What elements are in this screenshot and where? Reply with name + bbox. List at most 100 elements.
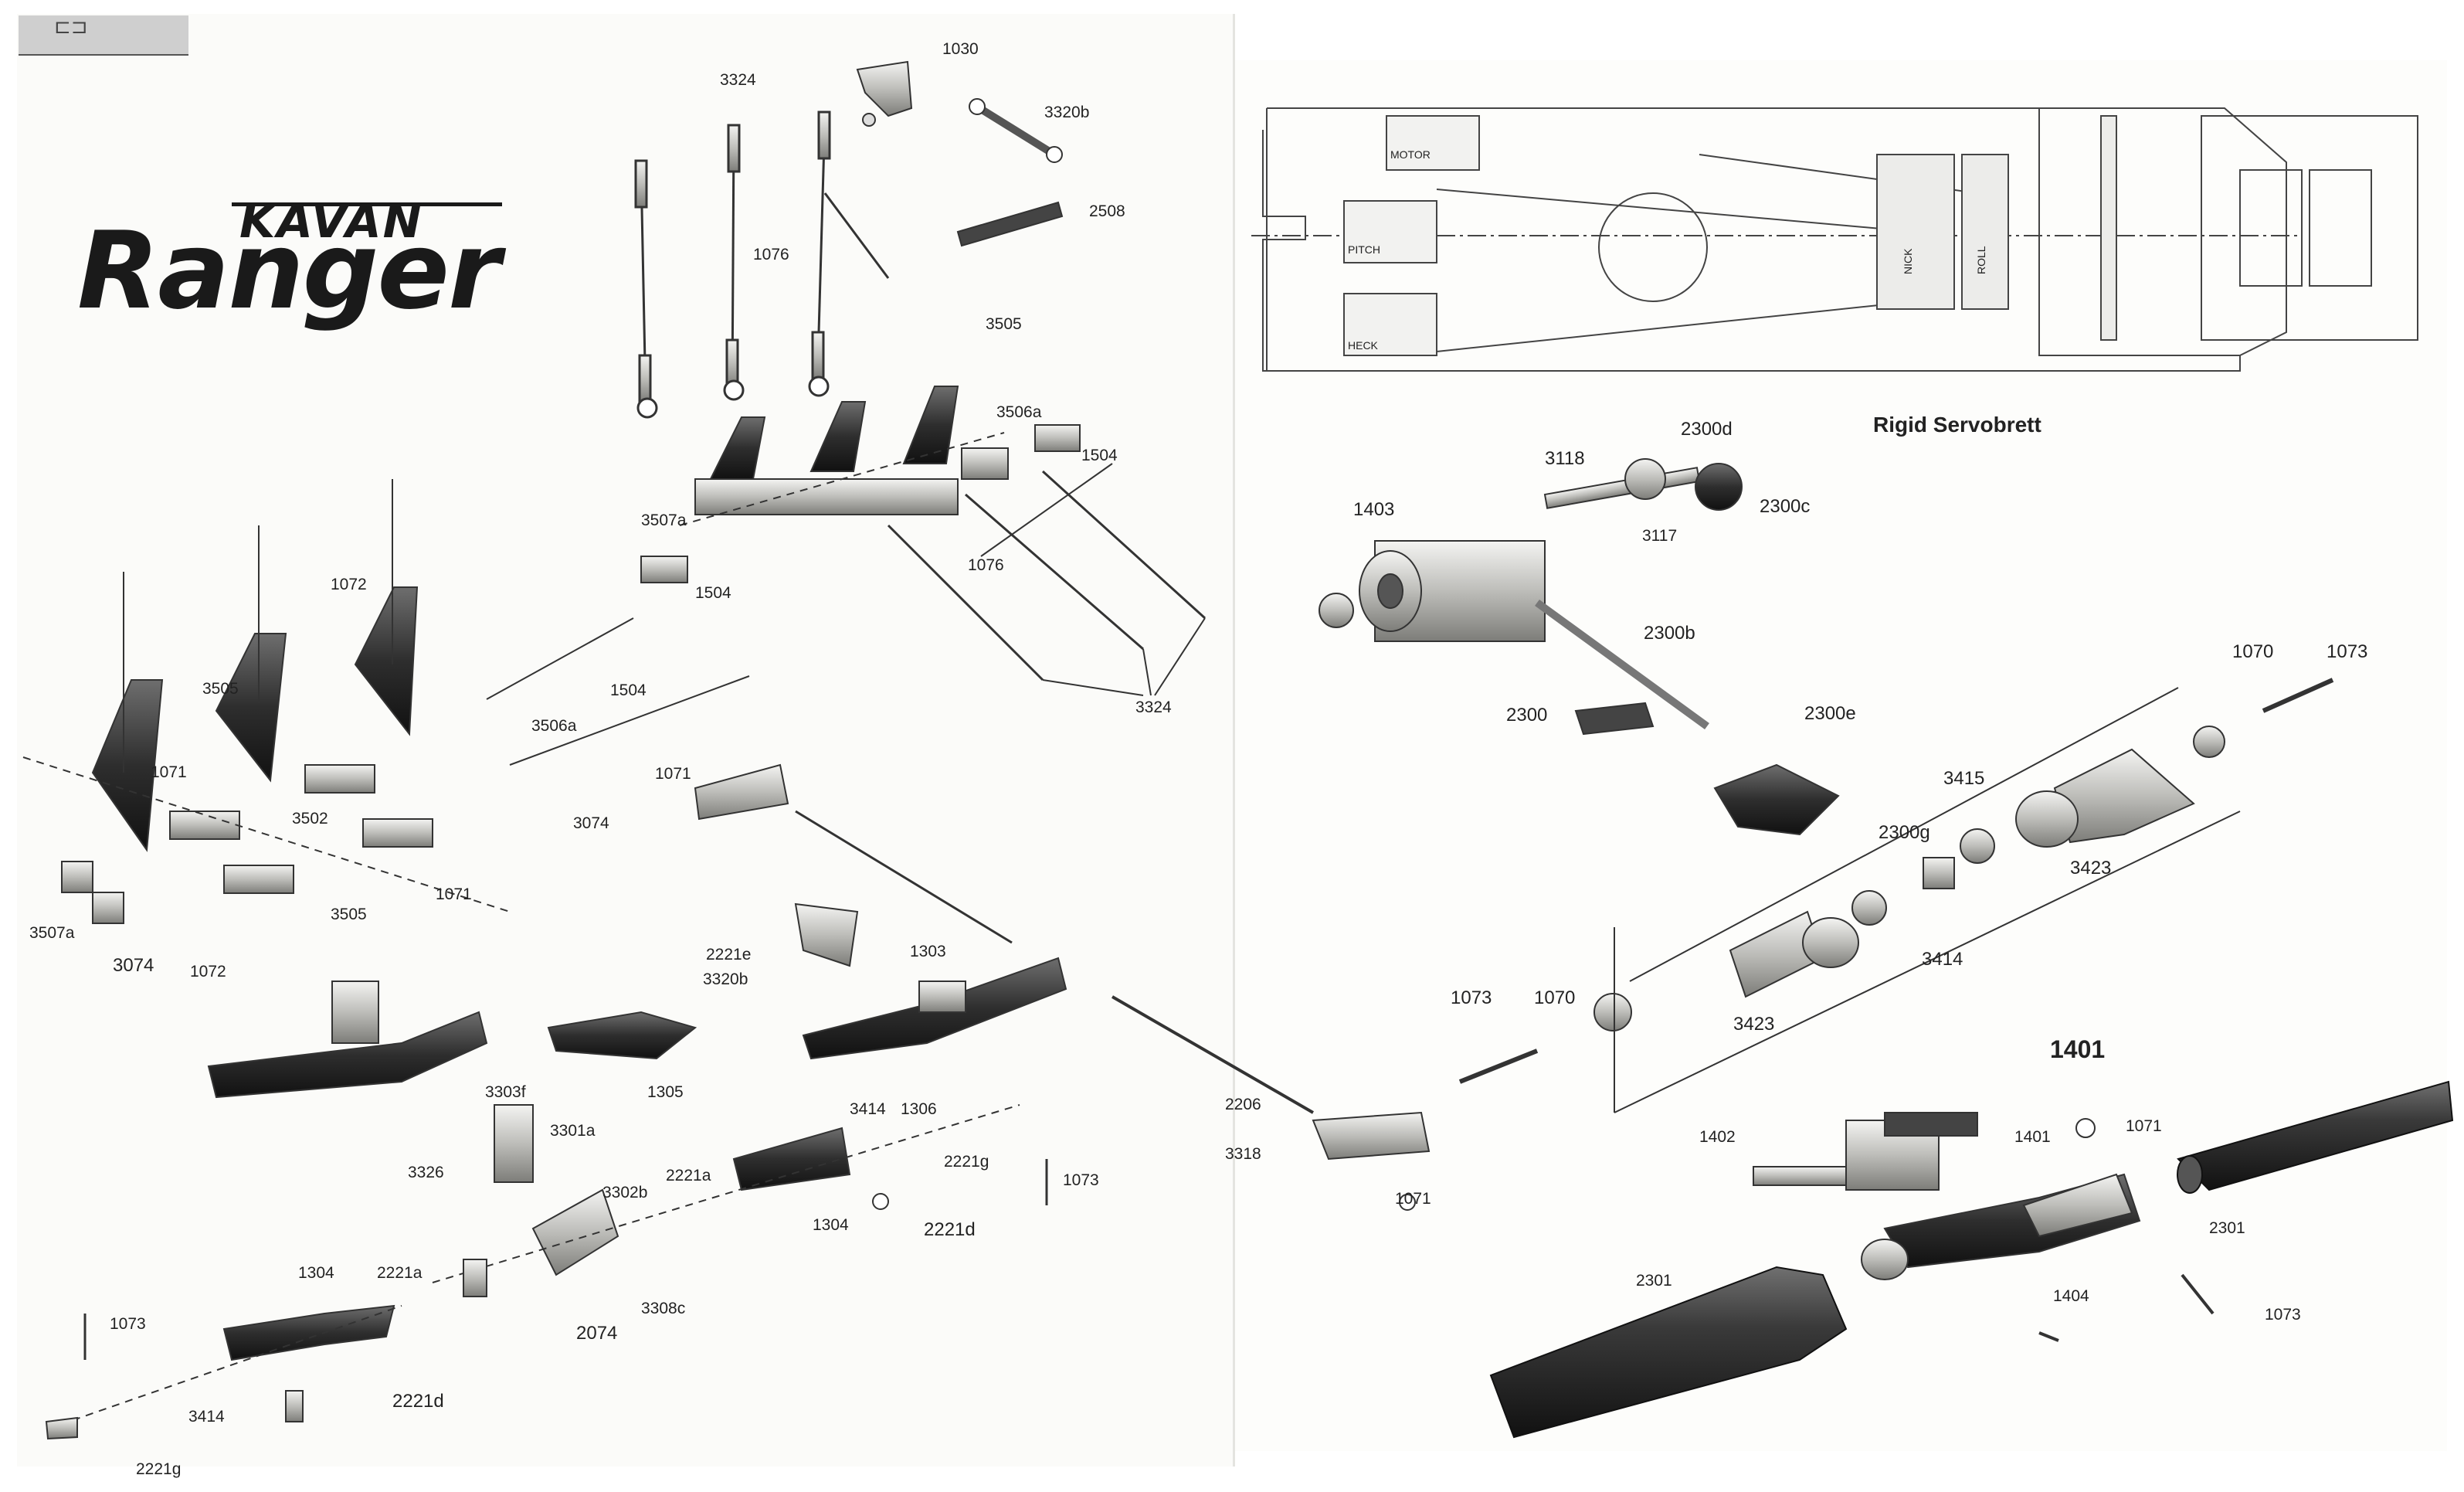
part-label: 3414 xyxy=(1922,949,1963,970)
part-label: 3507a xyxy=(641,511,687,529)
part-label: 1303 xyxy=(910,943,946,960)
part-label: 1076 xyxy=(968,556,1004,574)
part-label: 1071 xyxy=(436,885,472,903)
part-label: 1030 xyxy=(942,40,979,58)
servo-icon: MOTOR PITCH HECK NICK ROLL xyxy=(1348,148,1987,352)
part-label: 2300d xyxy=(1681,419,1733,440)
logo-rule xyxy=(232,202,502,206)
part-label: 1071 xyxy=(151,763,187,781)
part-label: 1304 xyxy=(298,1264,334,1282)
part-label: 3505 xyxy=(986,315,1022,333)
part-label: 3423 xyxy=(2070,858,2112,879)
part-label: 1072 xyxy=(331,576,367,593)
part-label: 1073 xyxy=(2265,1306,2301,1324)
lower-pushrods xyxy=(887,463,1207,696)
part-label: 3414 xyxy=(188,1408,225,1426)
svg-text:ROLL: ROLL xyxy=(1975,246,1987,274)
blade-grips xyxy=(1458,678,2334,1113)
svg-text:NICK: NICK xyxy=(1902,248,1914,274)
part-label: 3507a xyxy=(29,924,75,942)
part-label: 3415 xyxy=(1943,768,1985,789)
part-label: 3320b xyxy=(703,970,748,988)
part-label: 3301a xyxy=(550,1122,596,1140)
part-label: 1072 xyxy=(190,963,226,981)
svg-text:HECK: HECK xyxy=(1348,339,1379,352)
part-label: 1306 xyxy=(901,1100,937,1118)
part-label: 2221e xyxy=(706,946,752,964)
part-label: 2301 xyxy=(2209,1219,2245,1237)
logo-model: Ranger xyxy=(77,209,501,333)
part-label: 3308c xyxy=(641,1300,686,1317)
part-label: 1076 xyxy=(753,246,789,263)
part-label: 2074 xyxy=(576,1323,618,1344)
part-label: 1304 xyxy=(813,1216,849,1234)
part-label: 1071 xyxy=(2126,1117,2162,1135)
part-label: 2300 xyxy=(1506,705,1548,726)
tool-icon: ⊏⊐ xyxy=(54,15,88,38)
part-label: 2301 xyxy=(1636,1272,1672,1290)
part-label: 3506a xyxy=(996,403,1042,421)
part-label: 1071 xyxy=(655,765,691,783)
assembly-title: 1401 xyxy=(2050,1035,2106,1063)
part-label: 1073 xyxy=(2327,641,2368,662)
part-label: 1504 xyxy=(610,681,647,699)
washer-icon xyxy=(872,1118,2096,1211)
part-label: 2221d xyxy=(392,1391,444,1412)
part-label: 1070 xyxy=(1534,987,1576,1008)
part-label: 3423 xyxy=(1733,1014,1775,1035)
part-label: 1404 xyxy=(2053,1287,2089,1305)
part-label: 3505 xyxy=(331,906,367,923)
part-label: 1403 xyxy=(1353,499,1395,520)
part-label: 2300c xyxy=(1760,496,1811,517)
part-label: 3303f xyxy=(485,1083,526,1101)
part-label: 3502 xyxy=(292,810,328,828)
servo-diagram-title: Rigid Servobrett xyxy=(1873,413,2041,437)
bellcrank-1030 xyxy=(856,60,1064,247)
corner-tab xyxy=(19,15,188,56)
rotor-blade-icon xyxy=(1489,1080,2454,1439)
part-label: 2300e xyxy=(1804,703,1856,724)
part-label: 2221g xyxy=(944,1153,989,1171)
screw-icon xyxy=(2038,1273,2215,1342)
lower-mixer-assembly xyxy=(22,479,750,924)
part-label: 2206 xyxy=(1225,1096,1261,1113)
part-label: 3302b xyxy=(602,1184,648,1201)
paddle-and-flybar xyxy=(694,763,1431,1161)
part-label: 3326 xyxy=(408,1164,444,1181)
right-page xyxy=(1234,60,2447,1451)
rotor-head-upper-left xyxy=(207,902,1067,1099)
part-label: 1073 xyxy=(1063,1171,1099,1189)
upper-mixer-assembly xyxy=(640,386,1081,583)
part-label: 2221a xyxy=(666,1167,711,1184)
part-label: 1504 xyxy=(695,584,731,602)
part-label: 3117 xyxy=(1642,527,1678,545)
upper-pushrods xyxy=(634,110,890,419)
part-label: 3318 xyxy=(1225,1145,1261,1163)
part-label: 3506a xyxy=(531,717,577,735)
part-label: 3414 xyxy=(850,1100,886,1118)
part-label: 3324 xyxy=(720,71,756,89)
part-label: 2221a xyxy=(377,1264,423,1282)
rotor-head-lower-left xyxy=(45,1104,1048,1440)
part-label: 3505 xyxy=(202,680,239,698)
part-label: 2300g xyxy=(1879,822,1930,843)
part-label: 1504 xyxy=(1081,447,1118,464)
logo-brand: KAVAN xyxy=(239,195,423,249)
page-fold xyxy=(1233,14,1235,1467)
part-label: 2221d xyxy=(924,1219,976,1240)
part-label: 2221g xyxy=(136,1460,182,1478)
part-label: 1305 xyxy=(647,1083,684,1101)
servo-tray xyxy=(1251,107,2418,372)
part-label: 1071 xyxy=(1395,1190,1431,1208)
svg-text:MOTOR: MOTOR xyxy=(1390,148,1431,161)
part-label: 3074 xyxy=(113,955,154,976)
rotor-hub-assembly xyxy=(1319,458,1840,836)
part-label: 3320b xyxy=(1044,104,1090,121)
part-label: 3074 xyxy=(573,814,609,832)
part-label: 1401 xyxy=(2014,1128,2051,1146)
part-label: 1073 xyxy=(1451,987,1492,1008)
part-label: 3324 xyxy=(1135,698,1172,716)
part-label: 2508 xyxy=(1089,202,1125,220)
part-label: 3118 xyxy=(1545,448,1585,469)
